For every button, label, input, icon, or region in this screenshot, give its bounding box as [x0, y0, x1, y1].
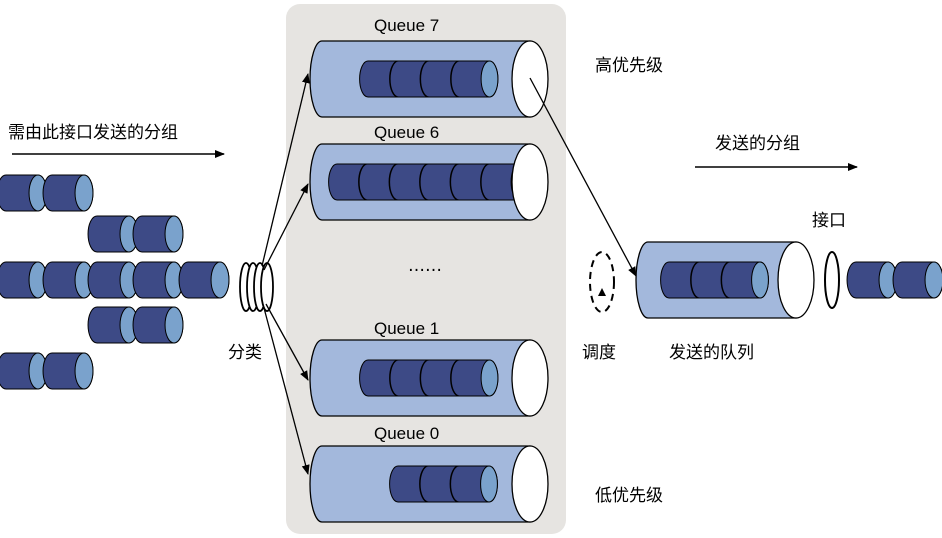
packet	[87, 215, 139, 253]
queue-name: Queue 6	[374, 123, 439, 142]
packet	[0, 352, 48, 390]
classifier-arrow	[261, 73, 310, 267]
packet	[42, 174, 94, 212]
schedule-label: 调度	[582, 343, 616, 363]
queue: Queue 7	[309, 16, 549, 118]
packet	[87, 261, 139, 299]
send-queue	[635, 241, 815, 319]
high-priority-label: 高优先级	[595, 56, 663, 76]
incoming-packets	[0, 174, 230, 390]
interface-icon	[824, 251, 840, 309]
queue: Queue 6	[309, 123, 549, 221]
queue-name: Queue 7	[374, 16, 439, 35]
outgoing-label: 发送的分组	[715, 134, 800, 154]
packet	[0, 174, 48, 212]
packet	[450, 465, 498, 503]
schedule-arrow	[529, 77, 637, 277]
packet	[132, 215, 184, 253]
queue-list: Queue 7 Queue 6 Queue 1 Queue 0	[309, 16, 549, 523]
packet	[178, 261, 230, 299]
packet	[132, 261, 184, 299]
queue-name: Queue 0	[374, 424, 439, 443]
packet	[721, 261, 769, 299]
queue-ellipsis: ……	[408, 256, 442, 276]
packet	[846, 261, 898, 299]
classifier-arrow	[265, 303, 309, 381]
queue: Queue 0	[309, 424, 549, 523]
packet	[892, 261, 942, 299]
queue: Queue 1	[309, 319, 549, 417]
packet	[132, 306, 184, 344]
interface-label: 接口	[812, 211, 846, 231]
classifier-arrow	[263, 183, 309, 271]
packet	[42, 352, 94, 390]
packet	[87, 306, 139, 344]
classifier-icon	[239, 262, 274, 312]
packet	[450, 60, 499, 98]
send-queue-label: 发送的队列	[669, 343, 754, 363]
classifier-arrow	[263, 307, 310, 475]
classifier-arrows	[261, 73, 310, 475]
low-priority-label: 低优先级	[595, 486, 663, 506]
incoming-label: 需由此接口发送的分组	[8, 123, 178, 143]
output-packets	[846, 261, 942, 299]
classify-label: 分类	[228, 343, 262, 363]
packet	[0, 261, 48, 299]
queue-name: Queue 1	[374, 319, 439, 338]
packet	[450, 359, 499, 397]
scheduler-icon	[589, 251, 615, 313]
packet	[42, 261, 94, 299]
